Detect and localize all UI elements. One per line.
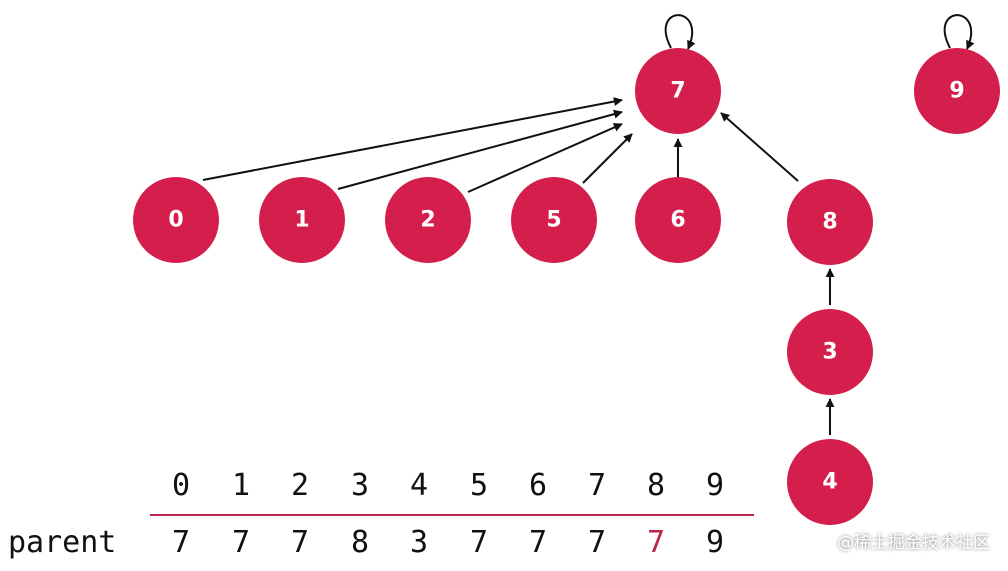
node-6-label: 6 <box>670 208 685 233</box>
node-9-label: 9 <box>949 79 964 104</box>
node-5-circle <box>511 177 597 263</box>
node-9: 9 <box>914 48 1000 134</box>
node-6-circle <box>635 177 721 263</box>
node-0-circle <box>133 177 219 263</box>
node-8-circle <box>787 179 873 265</box>
index-cell-8: 8 <box>646 468 666 503</box>
index-cell-5: 5 <box>469 468 489 503</box>
node-2-label: 2 <box>420 208 435 233</box>
node-7: 7 <box>635 48 721 134</box>
edge-0-to-7 <box>202 97 623 181</box>
index-cell-7: 7 <box>587 468 607 503</box>
node-7-circle <box>635 48 721 134</box>
node-1-label: 1 <box>294 208 309 233</box>
parent-cell-6: 7 <box>528 525 548 560</box>
self-loop-9 <box>943 14 975 50</box>
index-cell-3: 3 <box>350 468 370 503</box>
node-2-circle <box>385 177 471 263</box>
parent-cell-7: 7 <box>587 525 607 560</box>
self-loop-7 <box>664 14 696 50</box>
edge-1-to-7 <box>337 109 623 190</box>
parent-cell-2: 7 <box>290 525 310 560</box>
parent-cell-4: 3 <box>409 525 429 560</box>
index-cell-1: 1 <box>231 468 251 503</box>
node-8: 8 <box>787 179 873 265</box>
index-cell-6: 6 <box>528 468 548 503</box>
node-9-circle <box>914 48 1000 134</box>
node-4-circle <box>787 439 873 525</box>
parent-cell-0: 7 <box>171 525 191 560</box>
node-3: 3 <box>787 309 873 395</box>
index-cell-4: 4 <box>409 468 429 503</box>
node-1-circle <box>259 177 345 263</box>
edge-2-to-7 <box>467 123 623 193</box>
parent-cell-3: 8 <box>350 525 370 560</box>
node-4: 4 <box>787 439 873 525</box>
node-2: 2 <box>385 177 471 263</box>
node-5: 5 <box>511 177 597 263</box>
parent-cell-5: 7 <box>469 525 489 560</box>
parent-row-label: parent <box>8 525 117 560</box>
edge-5-to-7 <box>582 133 633 184</box>
node-3-label: 3 <box>822 340 837 365</box>
node-6: 6 <box>635 177 721 263</box>
node-1: 1 <box>259 177 345 263</box>
node-0: 0 <box>133 177 219 263</box>
parent-cell-9: 9 <box>705 525 725 560</box>
node-7-label: 7 <box>670 79 685 104</box>
index-cell-2: 2 <box>290 468 310 503</box>
node-3-circle <box>787 309 873 395</box>
parent-cell-1: 7 <box>231 525 251 560</box>
table-divider <box>150 514 754 516</box>
edge-8-to-7 <box>720 112 799 182</box>
index-cell-0: 0 <box>171 468 191 503</box>
index-cell-9: 9 <box>705 468 725 503</box>
parent-cell-8: 7 <box>646 525 666 560</box>
node-0-label: 0 <box>168 208 183 233</box>
node-5-label: 5 <box>546 208 561 233</box>
node-8-label: 8 <box>822 210 837 235</box>
node-4-label: 4 <box>822 470 837 495</box>
watermark-text: @稀土掘金技术社区 <box>837 533 990 553</box>
